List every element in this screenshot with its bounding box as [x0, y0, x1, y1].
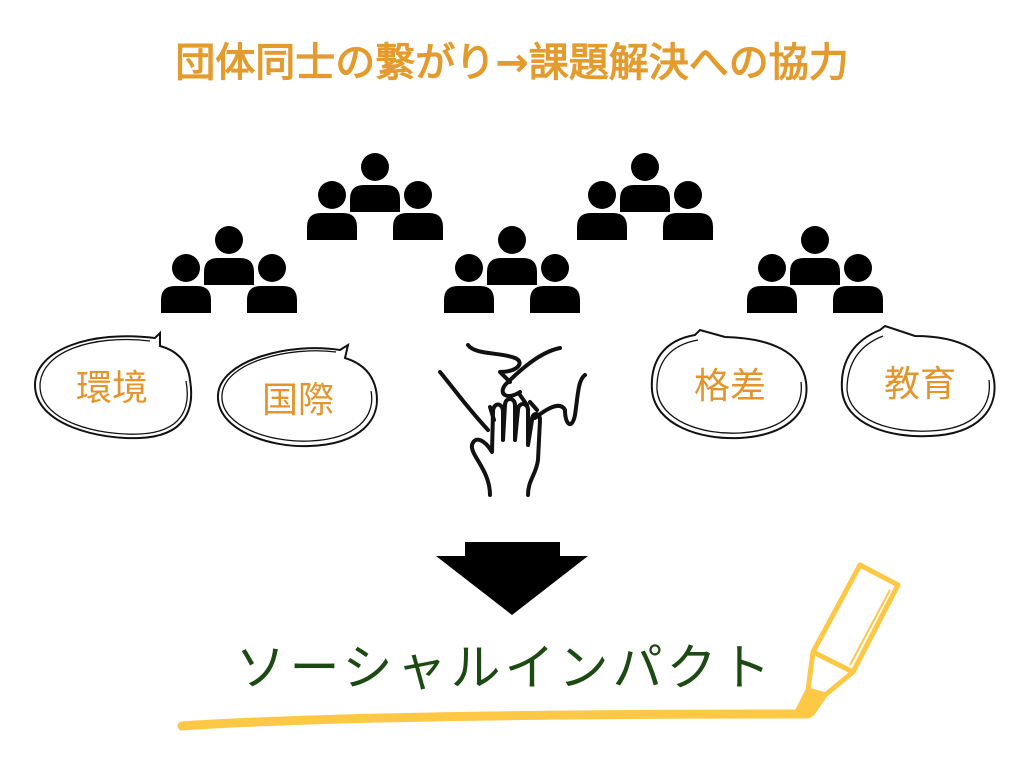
person-head	[801, 226, 829, 254]
bubble-label: 教育	[884, 364, 956, 405]
person-head	[404, 181, 432, 209]
person-head	[361, 153, 389, 181]
bubble-label: 格差	[694, 366, 766, 407]
person-head	[541, 254, 569, 282]
people-group-icon	[161, 226, 297, 313]
people-groups	[161, 153, 883, 313]
result-label: ソーシャルインパクト	[236, 639, 775, 697]
highlighter-icon	[794, 562, 901, 717]
page-title: 団体同士の繋がり→課題解決への協力	[175, 40, 849, 86]
person-head	[758, 254, 786, 282]
down-arrow-icon	[436, 542, 588, 615]
person-body	[350, 185, 400, 212]
person-body	[393, 213, 443, 240]
person-body	[204, 258, 254, 285]
person-body	[577, 213, 627, 240]
person-body	[530, 286, 580, 313]
people-group-icon	[747, 226, 883, 313]
person-head	[258, 254, 286, 282]
people-group-icon	[577, 153, 713, 240]
bubble-label: 環境	[76, 368, 148, 409]
person-body	[620, 185, 670, 212]
highlight-underline	[177, 709, 813, 731]
person-head	[455, 254, 483, 282]
person-head	[844, 254, 872, 282]
bubble-label: 国際	[262, 380, 334, 421]
person-head	[172, 254, 200, 282]
person-head	[631, 153, 659, 181]
speech-bubble-inequality: 格差	[650, 328, 808, 440]
speech-bubble-education: 教育	[840, 324, 996, 438]
person-body	[161, 286, 211, 313]
people-group-icon	[307, 153, 443, 240]
person-head	[588, 181, 616, 209]
person-body	[747, 286, 797, 313]
speech-bubble-environment: 環境	[33, 330, 193, 440]
person-head	[674, 181, 702, 209]
person-body	[487, 258, 537, 285]
person-head	[215, 226, 243, 254]
person-body	[833, 286, 883, 313]
person-body	[307, 213, 357, 240]
person-head	[498, 226, 526, 254]
person-body	[444, 286, 494, 313]
person-body	[790, 258, 840, 285]
person-body	[663, 213, 713, 240]
person-head	[318, 181, 346, 209]
speech-bubble-international: 国際	[216, 342, 378, 448]
people-group-icon	[444, 226, 580, 313]
person-body	[247, 286, 297, 313]
hands-together-icon	[438, 343, 587, 497]
